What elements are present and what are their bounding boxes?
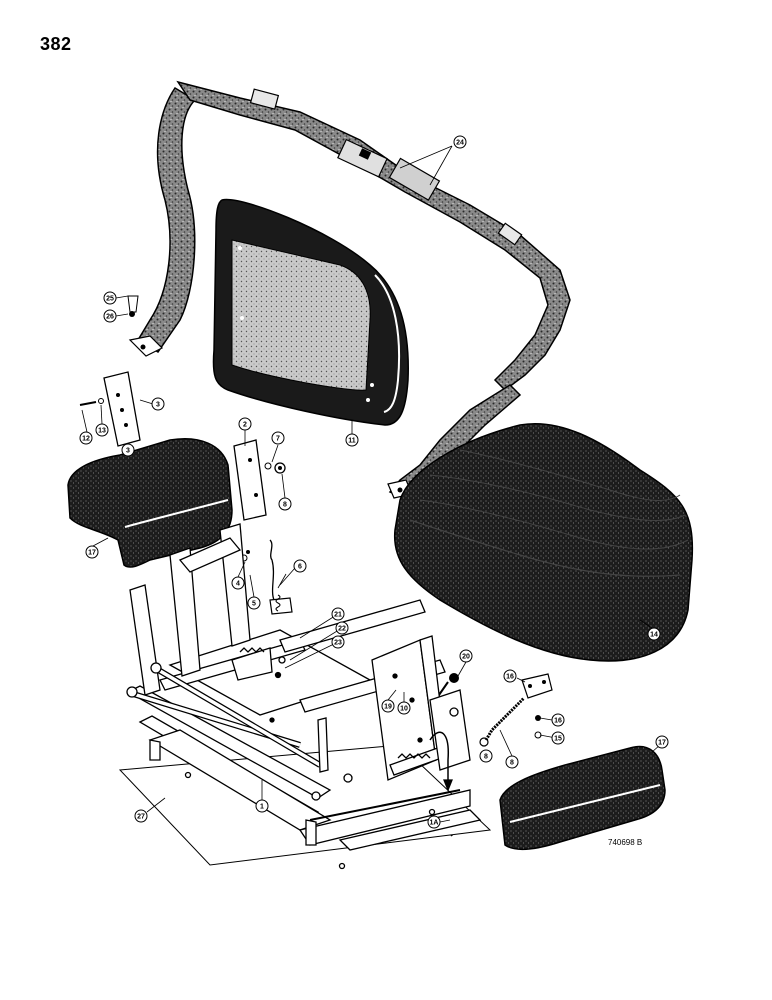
seat-cushion xyxy=(393,423,694,662)
callouts-extra: 3 8 xyxy=(121,443,493,763)
bracket-3 xyxy=(103,371,141,447)
callout-1a: 1A xyxy=(430,820,439,827)
bracket-2 xyxy=(233,439,267,521)
drawing-id: 740698 B xyxy=(608,838,643,847)
callout-8a: 8 xyxy=(283,502,287,509)
callout-17a: 17 xyxy=(88,550,96,557)
callout-24: 24 xyxy=(456,140,464,147)
callout-12: 12 xyxy=(82,436,90,443)
callout-5: 5 xyxy=(252,601,256,608)
callout-26: 26 xyxy=(106,314,114,321)
callout-21: 21 xyxy=(334,612,342,619)
callout-10: 10 xyxy=(400,706,408,713)
page-number: 382 xyxy=(40,34,72,54)
seat-suspension-frame xyxy=(118,523,492,870)
callout-16a: 16 xyxy=(506,674,514,681)
callout-7: 7 xyxy=(276,436,280,443)
callout-22: 22 xyxy=(338,626,346,633)
callout-14: 14 xyxy=(650,632,658,639)
callout-3b: 3 xyxy=(126,448,130,455)
callout-27: 27 xyxy=(137,814,145,821)
callouts: 25 26 3 12 13 2 7 8 11 6 4 5 17 21 22 23… xyxy=(79,135,669,829)
spring-6 xyxy=(269,539,293,615)
callout-25: 25 xyxy=(106,296,114,303)
callout-8c: 8 xyxy=(484,754,488,761)
callout-23: 23 xyxy=(334,640,342,647)
callout-11: 11 xyxy=(348,438,356,445)
callout-2: 2 xyxy=(243,422,247,429)
callout-13: 13 xyxy=(98,428,106,435)
callout-8b: 8 xyxy=(510,760,514,767)
callout-16b: 16 xyxy=(554,718,562,725)
spring-8 xyxy=(479,696,526,747)
seat-back-cushion xyxy=(212,198,409,438)
callout-3a: 3 xyxy=(156,402,160,409)
callout-19: 19 xyxy=(384,704,392,711)
callout-4: 4 xyxy=(236,581,240,588)
callout-17b: 17 xyxy=(658,740,666,747)
callout-6: 6 xyxy=(298,564,302,571)
callout-1: 1 xyxy=(260,804,264,811)
armrest-right xyxy=(499,744,666,850)
callout-20: 20 xyxy=(462,654,470,661)
callout-15: 15 xyxy=(554,736,562,743)
